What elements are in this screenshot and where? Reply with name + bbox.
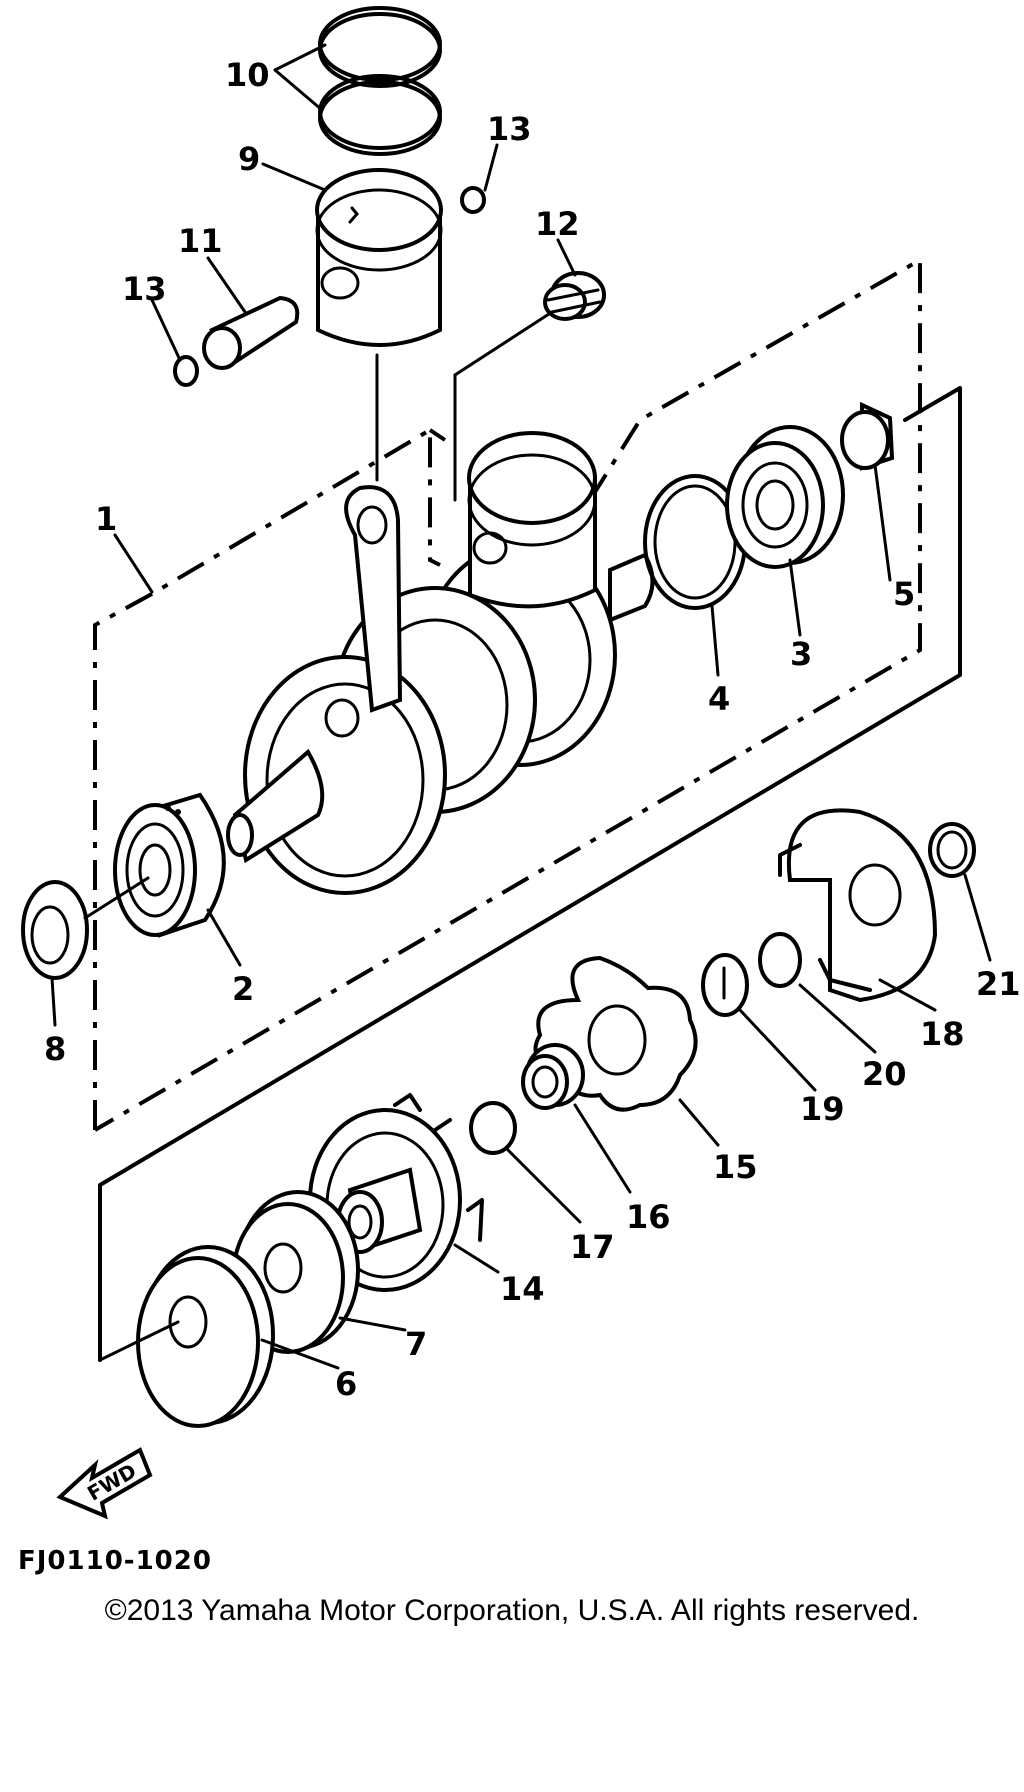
callout-9: 9 [238,140,260,178]
callout-2: 2 [232,970,254,1008]
callout-16: 16 [626,1198,671,1236]
o-ring-17 [469,1101,517,1155]
oil-seal [21,880,89,980]
callout-8: 8 [44,1030,66,1068]
cover [136,1245,275,1428]
callout-20: 20 [862,1055,907,1093]
callout-21: 21 [976,965,1021,1003]
callout-13-right: 13 [487,110,532,148]
callout-19: 19 [800,1090,845,1128]
needle-bearing [543,271,606,321]
callout-1: 1 [95,500,117,538]
copyright-notice: ©2013 Yamaha Motor Corporation, U.S.A. A… [104,1594,920,1627]
leader-seal-bearing [83,876,150,920]
callout-10: 10 [225,56,270,94]
callout-15: 15 [713,1148,758,1186]
circlip-ring-inner [653,484,737,600]
o-ring-21-inner [936,830,968,870]
callout-12: 12 [535,205,580,243]
callout-14: 14 [500,1270,545,1308]
callout-5: 5 [893,575,915,613]
callout-13-left: 13 [122,270,167,308]
callout-11: 11 [178,222,223,260]
circlip-right [460,186,486,214]
bearing-rear [725,425,845,569]
coupling-rear [778,808,938,1003]
cap [701,953,749,1017]
callout-4: 4 [708,680,730,718]
piston-pin [202,295,300,370]
callout-6: 6 [335,1365,357,1403]
collar [840,401,895,471]
circlip-left [173,355,199,387]
group-boundary-crankshaft [93,426,447,1130]
piston-lower [467,431,597,609]
o-ring-21 [928,822,976,878]
callout-18: 18 [920,1015,965,1053]
sleeve [521,1043,585,1110]
crankshaft-assembly [226,485,655,895]
group-boundary-upper [93,256,922,1132]
callout-7: 7 [405,1325,427,1363]
diagram-code: FJ0110-1020 [18,1546,212,1576]
leader-lines [50,43,992,1370]
forward-arrow-icon: FWD [56,1447,153,1520]
group-boundary-right [98,386,962,1362]
piston-upper [315,168,443,347]
callout-3: 3 [790,635,812,673]
callout-17: 17 [570,1228,615,1266]
leader-cover [98,1320,180,1362]
bearing-front [113,792,226,938]
leader-bearing-rod [453,310,554,502]
o-ring-20 [758,932,802,988]
piston-rings [318,6,442,156]
